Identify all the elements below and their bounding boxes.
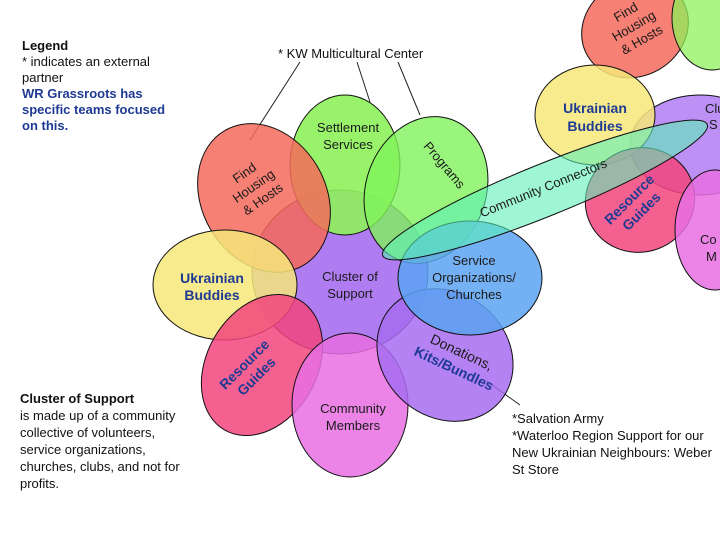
cluster-note-heading: Cluster of Support [20,391,135,406]
cluster-note: Cluster of Support is made up of a commu… [20,390,190,492]
community-label-1: Community [320,401,386,416]
right-green-petal [671,0,720,71]
service-label-2: Organizations/ [432,270,516,285]
pointer-settlement [356,61,371,103]
service-label-3: Churches [446,287,502,302]
partner-waterloo-support: *Waterloo Region Support for our New Ukr… [512,428,712,477]
service-label-1: Service [452,253,495,268]
ukrainian-label-2: Buddies [184,287,239,303]
legend-heading: Legend [22,38,69,53]
right-ukrainian-label-1: Ukrainian [563,100,627,116]
partners-note: *Salvation Army *Waterloo Region Support… [512,410,717,478]
right-community-petal [674,169,720,291]
pointer-programs [397,61,421,116]
main-cluster [152,94,709,478]
center-label-1: Cluster of [322,269,378,284]
settlement-label-2: Services [323,137,373,152]
right-ukrainian-label-2: Buddies [567,118,622,134]
legend: Legend * indicates an external partner W… [22,38,182,134]
cluster-note-body: is made up of a community collective of … [20,408,180,491]
center-label-2: Support [327,286,373,301]
legend-line-external: * indicates an external partner [22,54,150,85]
right-center-partial-1: Clu [705,101,720,116]
legend-line-teams: WR Grassroots has specific teams focused… [22,86,166,133]
community-label-2: Members [326,418,381,433]
ukrainian-label-1: Ukrainian [180,270,244,286]
right-center-partial-2: S [709,117,718,132]
right-community-partial-2: M [706,249,717,264]
kw-multicultural-label: * KW Multicultural Center [278,46,424,61]
settlement-label-1: Settlement [317,120,380,135]
right-community-partial-1: Co [700,232,717,247]
partner-salvation-army: *Salvation Army [512,411,604,426]
connectors-band [381,119,709,261]
